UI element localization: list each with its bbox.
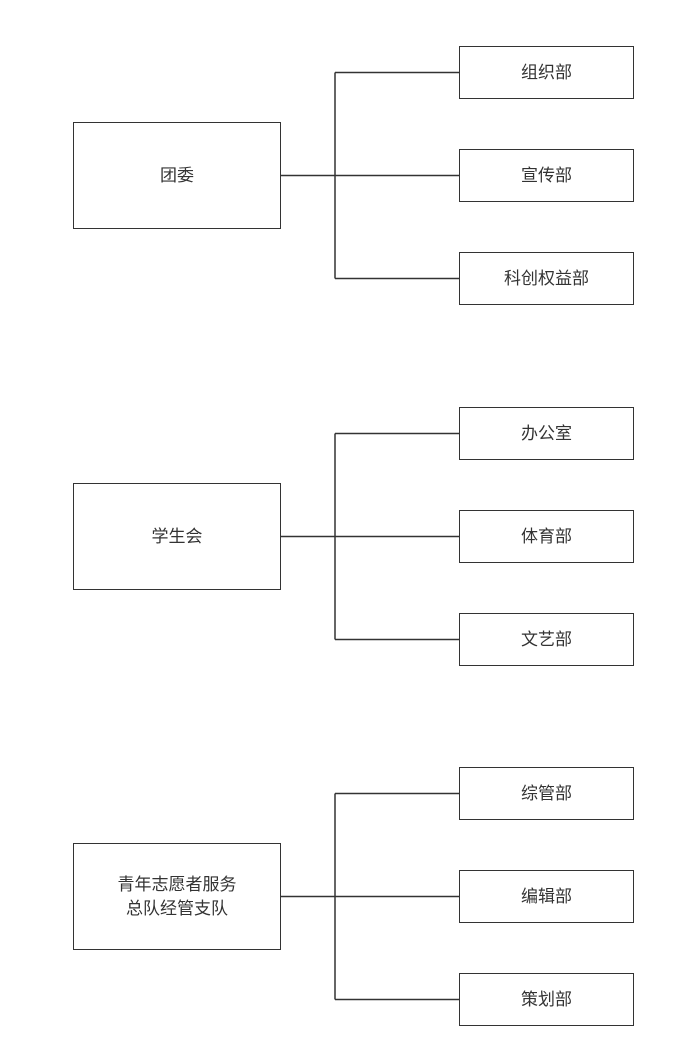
node-xueshenghui: 学生会 (73, 483, 281, 590)
node-qingnianzhiyuanzhe: 青年志愿者服务 总队经管支队 (73, 843, 281, 950)
node-wenyibu: 文艺部 (459, 613, 634, 666)
node-xuanchuanbu: 宣传部 (459, 149, 634, 202)
node-cehuabu: 策划部 (459, 973, 634, 1026)
node-tiyubu: 体育部 (459, 510, 634, 563)
node-kechuangquanyibu: 科创权益部 (459, 252, 634, 305)
node-bianjibu: 编辑部 (459, 870, 634, 923)
node-zongguanbu: 综管部 (459, 767, 634, 820)
node-zuzhibu: 组织部 (459, 46, 634, 99)
node-tuanwei: 团委 (73, 122, 281, 229)
node-bangongshi: 办公室 (459, 407, 634, 460)
